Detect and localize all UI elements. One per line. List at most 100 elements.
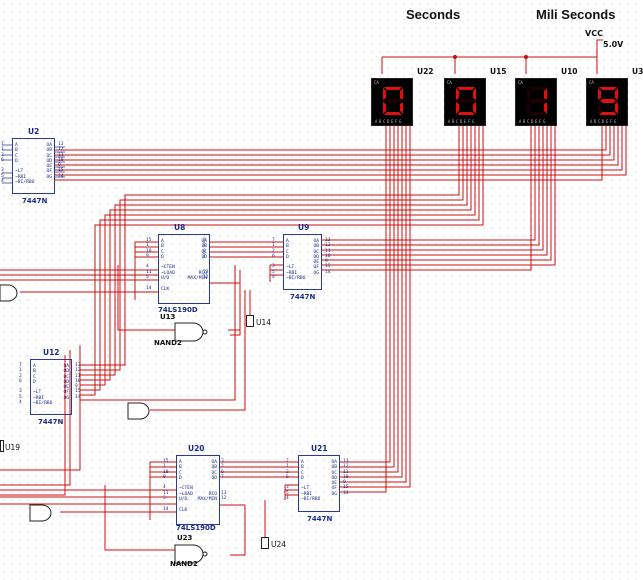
gate-type-u23: NAND2	[170, 560, 198, 568]
chip-ref-u20: U20	[188, 444, 205, 453]
seven-segment-display-u15: CA ABCDEFG	[444, 78, 486, 126]
decoder-right-pins: OA OB OC OD OE OF OG	[46, 143, 52, 180]
gate-ref-u23: U23	[177, 534, 193, 542]
counter-right-pins: QA QB QC QD RCO MAX/MIN	[187, 239, 207, 282]
display-pin-labels: ABCDEFG	[375, 119, 404, 124]
display-ref-u3: U3	[632, 67, 643, 76]
decoder-u9[interactable]: A B C D ~LT ~RBI ~BI/RBO OA OB OC OD OE …	[283, 234, 322, 290]
segment-c	[615, 102, 618, 114]
segment-f	[456, 88, 459, 100]
digit-glyph	[598, 87, 618, 115]
segment-d	[457, 112, 475, 115]
chip-ref-u21: U21	[311, 444, 328, 453]
decoder-right-pin-numbers: 13 12 11 10 9 15 14	[325, 238, 331, 275]
chip-ref-u2: U2	[28, 127, 40, 136]
segment-c	[473, 102, 476, 114]
decoder-left-pins: A B C D ~LT ~RBI ~BI/RBO	[301, 460, 321, 503]
display-pin-labels: ABCDEFG	[448, 119, 477, 124]
segment-e	[527, 102, 530, 114]
segment-b	[473, 88, 476, 100]
decoder-left-pin-numbers: 7 1 2 6 3 5 4	[272, 238, 275, 281]
mili-seconds-header: Mili Seconds	[536, 7, 616, 22]
segment-c	[400, 102, 403, 114]
segment-g	[385, 99, 401, 103]
segment-a	[528, 87, 546, 90]
decoder-u12[interactable]: A B C D ~LT ~RBI ~BI/RBO OA OB OC OD OE …	[30, 359, 72, 415]
counter-left-pins: A B C D ~CTEN ~LOAD U/D CLK	[161, 239, 175, 292]
seven-segment-display-u22: CA ABCDEFG	[371, 78, 413, 126]
counter-u8[interactable]: A B C D ~CTEN ~LOAD U/D CLK QA QB QC QD …	[158, 234, 210, 304]
probe-label-u19: U19	[5, 443, 21, 452]
segment-a	[384, 87, 402, 90]
chip-part-u2: 7447N	[22, 197, 48, 205]
vcc-label: VCC	[585, 29, 603, 38]
counter-left-pin-numbers: 15 1 10 9 4 11 5 14	[146, 238, 152, 291]
digit-glyph	[456, 87, 476, 115]
display-pin-labels: ABCDEFG	[519, 119, 548, 124]
segment-d	[384, 112, 402, 115]
segment-g	[600, 99, 616, 103]
counter-u20[interactable]: A B C D ~CTEN ~LOAD U/D CLK QA QB QC QD …	[176, 455, 220, 525]
probe-label-u24: U24	[271, 540, 287, 549]
digit-glyph	[527, 87, 547, 115]
chip-part-u8: 74LS190D	[158, 306, 198, 314]
display-ref-u22: U22	[417, 67, 434, 76]
chip-part-u12: 7447N	[38, 418, 64, 426]
decoder-u21[interactable]: A B C D ~LT ~RBI ~BI/RBO OA OB OC OD OE …	[298, 455, 340, 512]
vcc-voltage: 5.0V	[603, 40, 624, 49]
decoder-left-pin-numbers: 7 1 2 6 3 5 4	[286, 459, 289, 502]
display-ca-label: CA	[589, 80, 594, 85]
digit-glyph	[383, 87, 403, 115]
segment-e	[456, 102, 459, 114]
counter-left-pins: A B C D ~CTEN ~LOAD U/D CLK	[179, 460, 193, 513]
segment-d	[528, 112, 546, 115]
decoder-left-pins: A B C D ~LT ~RBI ~BI/RBO	[15, 143, 35, 186]
chip-ref-u12: U12	[43, 348, 60, 357]
decoder-right-pin-numbers: 13 12 11 10 9 15 14	[58, 142, 64, 179]
display-ref-u15: U15	[490, 67, 507, 76]
segment-a	[457, 87, 475, 90]
chip-ref-u9: U9	[298, 223, 310, 232]
segment-b	[400, 88, 403, 100]
seconds-header: Seconds	[406, 7, 461, 22]
probe-label-u14: U14	[256, 318, 272, 327]
decoder-right-pin-numbers: 13 12 11 10 9 15 14	[343, 459, 349, 496]
display-ref-u10: U10	[561, 67, 578, 76]
display-pin-labels: ABCDEFG	[590, 119, 619, 124]
segment-g	[529, 99, 545, 103]
gate-ref-u13: U13	[160, 313, 176, 321]
display-ca-label: CA	[447, 80, 452, 85]
probe-u19[interactable]	[0, 440, 4, 452]
segment-e	[598, 102, 601, 114]
decoder-right-pins: OA OB OC OD OE OF OG	[331, 460, 337, 497]
decoder-left-pins: A B C D ~LT ~RBI ~BI/RBO	[33, 364, 53, 407]
seven-segment-display-u3: CA ABCDEFG	[586, 78, 628, 126]
decoder-left-pin-numbers: 7 1 2 6 3 5 4	[19, 363, 22, 406]
counter-left-pin-numbers: 15 1 10 9 4 11 5 14	[163, 459, 169, 512]
segment-a	[599, 87, 617, 90]
display-ca-label: CA	[374, 80, 379, 85]
chip-part-u21: 7447N	[307, 515, 333, 523]
counter-right-pins: QA QB QC QD RCO MAX/MIN	[197, 460, 217, 503]
decoder-u2[interactable]: A B C D ~LT ~RBI ~BI/RBO OA OB OC OD OE …	[12, 138, 55, 194]
segment-b	[615, 88, 618, 100]
segment-e	[383, 102, 386, 114]
segment-f	[598, 88, 601, 100]
segment-g	[458, 99, 474, 103]
segment-b	[544, 88, 547, 100]
gate-type-u13: NAND2	[154, 339, 182, 347]
counter-right-pin-numbers: 3 2 6 7 13 12	[203, 238, 209, 281]
chip-part-u9: 7447N	[290, 293, 316, 301]
decoder-right-pins: OA OB OC OD OE OF OG	[313, 239, 319, 276]
decoder-right-pin-numbers: 13 12 11 10 9 15 14	[75, 363, 81, 400]
probe-u14[interactable]	[246, 315, 254, 327]
counter-right-pin-numbers: 3 2 6 7 13 12	[221, 459, 227, 502]
decoder-left-pin-numbers: 7 1 2 6 3 5 4	[1, 142, 4, 185]
display-ca-label: CA	[518, 80, 523, 85]
segment-f	[527, 88, 530, 100]
segment-d	[599, 112, 617, 115]
probe-u24[interactable]	[261, 537, 269, 549]
decoder-right-pins: OA OB OC OD OE OF OG	[63, 364, 69, 401]
segment-c	[544, 102, 547, 114]
